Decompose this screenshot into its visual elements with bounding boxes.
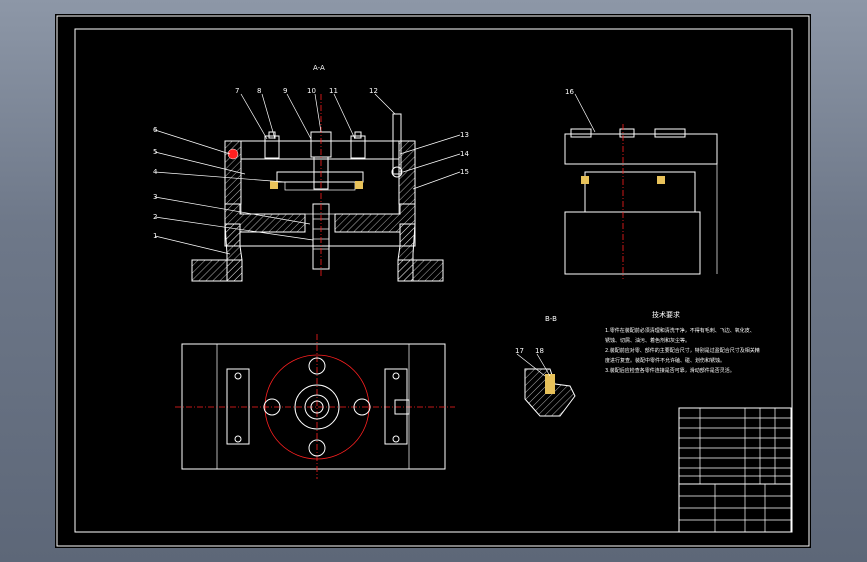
leader-line (154, 216, 314, 241)
section-label-a-a: A-A (313, 64, 325, 72)
callout-11: 11 (329, 87, 338, 95)
leader-line (154, 171, 286, 183)
detail-view: B-B 17 18 (515, 315, 576, 417)
center-bore-outer (294, 384, 340, 430)
drawing-sheet: A-A (55, 14, 811, 548)
leader-line (154, 235, 231, 255)
leader-line (154, 151, 246, 175)
screw-hole (392, 435, 400, 443)
tech-req-line: 2.装配前应对零、部件的主要配合尺寸，特别是过盈配合尺寸及相关精 (605, 347, 760, 354)
callout-6: 6 (153, 126, 158, 134)
body-left (224, 203, 306, 247)
callout-17: 17 (515, 347, 524, 355)
top-view-inner (216, 343, 410, 470)
tech-req-line: 锈蚀、切屑、油污、着色剂和灰尘等。 (605, 337, 690, 344)
side-view: 16 (564, 88, 718, 279)
leader-line (374, 93, 396, 115)
callout-18: 18 (535, 347, 544, 355)
tech-req-title: 技术要求 (652, 310, 680, 319)
handle-lever (392, 113, 402, 175)
tech-req-line: 度进行复查。装配中零件不允许磕、碰、划伤和锈蚀。 (605, 357, 725, 364)
leader-line (154, 129, 231, 155)
clamp-block-left (226, 368, 250, 445)
workpiece-disc (276, 171, 364, 183)
title-block-frame (678, 407, 792, 533)
callout-16: 16 (565, 88, 574, 96)
side-bolt-head (654, 128, 686, 138)
callout-13: 13 (460, 131, 469, 139)
screw-hole (234, 372, 242, 380)
top-plate (240, 140, 400, 160)
callout-2: 2 (153, 213, 157, 221)
leader-line (314, 93, 322, 133)
screw-hole (234, 435, 242, 443)
callout-1: 1 (153, 232, 157, 240)
center-bore-inner (310, 400, 324, 414)
clamp-bolt-left (264, 135, 280, 159)
callout-7: 7 (235, 87, 239, 95)
leader-line (402, 153, 461, 173)
technical-requirements: 技术要求 1.零件在装配前必须清理和清洗干净，不得有毛刺、飞边、氧化皮、 锈蚀、… (605, 310, 760, 374)
clamp-bolt-right (350, 135, 366, 159)
side-body (584, 171, 696, 213)
leader-line (333, 93, 356, 140)
front-section-view: A-A (153, 64, 469, 282)
tech-req-line: 3.装配后应检查各零件连接是否可靠，滑动部件是否灵活。 (605, 367, 735, 374)
outer-border (56, 15, 810, 547)
callout-12: 12 (369, 87, 378, 95)
side-top-plate (564, 133, 718, 165)
body-cavity (240, 158, 400, 215)
body-right (334, 203, 416, 247)
callout-3: 3 (153, 193, 157, 201)
section-label-b-b: B-B (545, 315, 557, 323)
tech-req-line: 1.零件在装配前必须清理和清洗干净，不得有毛刺、飞边、氧化皮、 (605, 327, 755, 334)
center-bore (304, 394, 330, 420)
side-base (564, 211, 701, 275)
callout-10: 10 (307, 87, 316, 95)
leader-line (240, 93, 268, 140)
bolt-hole-left (263, 398, 281, 416)
bolt-hole-bottom (308, 439, 326, 457)
bolt-head-right (354, 131, 362, 139)
bolt-head-left (268, 131, 276, 139)
detail-insert (545, 374, 555, 394)
clamp-jaw-right (355, 181, 363, 189)
title-block (678, 407, 792, 533)
leader-line (536, 353, 551, 377)
callout-14: 14 (460, 150, 469, 158)
leader-line (412, 171, 461, 190)
bolt-circle (264, 354, 370, 460)
clamp-block-right (384, 368, 408, 445)
side-bolt-head (619, 128, 635, 138)
leader-line (399, 134, 461, 155)
leader-line (286, 93, 312, 140)
side-clamp-jaw (581, 176, 589, 184)
leader-line (261, 93, 276, 140)
locating-pin (227, 148, 239, 160)
callout-8: 8 (257, 87, 261, 95)
top-view-outline (181, 343, 446, 470)
side-bolt-head (570, 128, 592, 138)
side-clamp-jaw (657, 176, 665, 184)
inner-border (74, 28, 793, 533)
bolt-hole-top (308, 357, 326, 375)
bolt-hole-right (353, 398, 371, 416)
leader-line (516, 353, 546, 377)
handle-pivot (391, 166, 403, 178)
screw-hole (392, 372, 400, 380)
cad-drawing: A-A (56, 15, 810, 547)
clamp-jaw-left (270, 181, 278, 189)
top-view (175, 334, 455, 479)
callout-4: 4 (153, 168, 158, 176)
leader-line (574, 93, 596, 133)
callout-5: 5 (153, 148, 157, 156)
callout-15: 15 (460, 168, 469, 176)
callout-9: 9 (283, 87, 287, 95)
leader-line (154, 196, 311, 225)
handle-knob (394, 399, 410, 415)
